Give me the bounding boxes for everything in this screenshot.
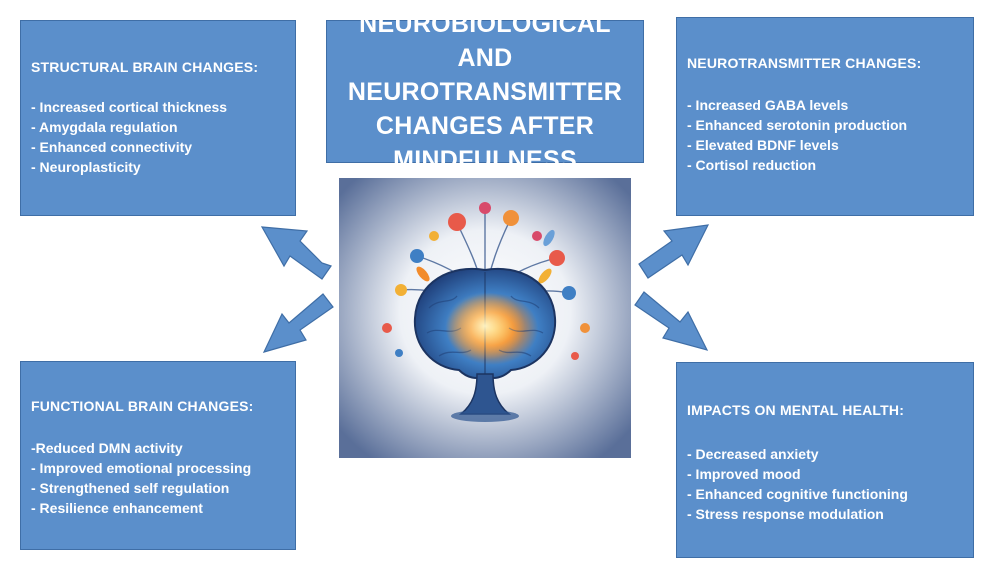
- functional-changes-panel: FUNCTIONAL BRAIN CHANGES: -Reduced DMN a…: [20, 361, 296, 550]
- page-title: NEUROBIOLOGICAL AND NEUROTRANSMITTER CHA…: [347, 9, 623, 174]
- list-item: - Cortisol reduction: [687, 157, 817, 173]
- brain-tree-illustration: [339, 178, 631, 458]
- structural-changes-panel: STRUCTURAL BRAIN CHANGES: - Increased co…: [20, 20, 296, 216]
- list-item: -Reduced DMN activity: [31, 440, 183, 456]
- list-item: - Resilience enhancement: [31, 500, 203, 516]
- neurotransmitter-panel-title: NEUROTRANSMITTER CHANGES:: [687, 55, 922, 71]
- list-item: - Amygdala regulation: [31, 119, 178, 135]
- mental-health-panel-title: IMPACTS ON MENTAL HEALTH:: [687, 402, 905, 418]
- neurotransmitter-list: - Increased GABA levels - Enhanced serot…: [687, 95, 963, 175]
- list-item: - Decreased anxiety: [687, 446, 819, 462]
- list-item: - Strengthened self regulation: [31, 480, 230, 496]
- mental-health-impacts-panel: IMPACTS ON MENTAL HEALTH: - Decreased an…: [676, 362, 974, 558]
- structural-panel-title: STRUCTURAL BRAIN CHANGES:: [31, 59, 259, 75]
- structural-list: - Increased cortical thickness - Amygdal…: [31, 97, 285, 177]
- arrow-down-right-icon: [634, 291, 709, 351]
- arrow-up-left-icon: [260, 226, 332, 280]
- arrow-up-right-icon: [638, 224, 710, 279]
- list-item: - Enhanced serotonin production: [687, 117, 908, 133]
- list-item: - Enhanced connectivity: [31, 139, 193, 155]
- arrow-down-left-icon: [262, 293, 334, 353]
- list-item: - Stress response modulation: [687, 506, 884, 522]
- list-item: - Enhanced cognitive functioning: [687, 486, 908, 502]
- list-item: - Improved emotional processing: [31, 460, 252, 476]
- mental-health-list: - Decreased anxiety - Improved mood - En…: [687, 444, 963, 524]
- list-item: - Improved mood: [687, 466, 801, 482]
- functional-list: -Reduced DMN activity - Improved emotion…: [31, 438, 285, 518]
- neurotransmitter-changes-panel: NEUROTRANSMITTER CHANGES: - Increased GA…: [676, 17, 974, 216]
- title-box: NEUROBIOLOGICAL AND NEUROTRANSMITTER CHA…: [326, 10, 644, 174]
- list-item: - Neuroplasticity: [31, 159, 141, 175]
- list-item: - Elevated BDNF levels: [687, 137, 839, 153]
- functional-panel-title: FUNCTIONAL BRAIN CHANGES:: [31, 398, 254, 414]
- list-item: - Increased GABA levels: [687, 97, 849, 113]
- list-item: - Increased cortical thickness: [31, 99, 228, 115]
